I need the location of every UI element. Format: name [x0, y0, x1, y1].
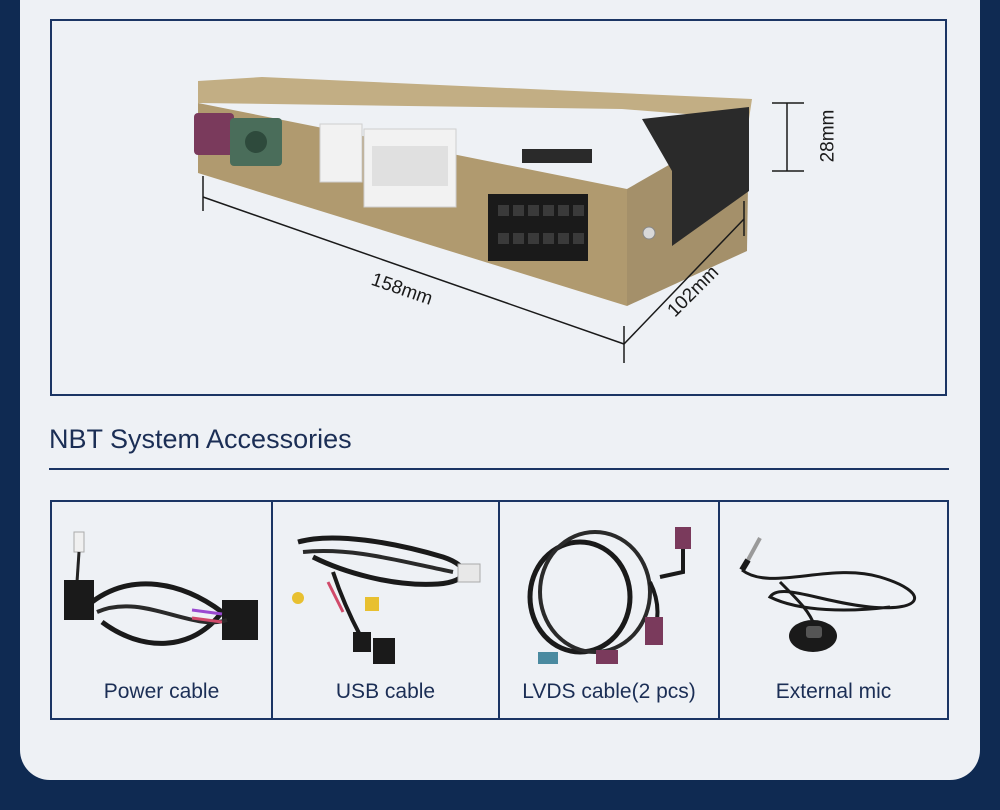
accessory-label: LVDS cable(2 pcs) — [522, 680, 696, 703]
product-image-frame: 158mm 102mm 28mm — [50, 19, 947, 396]
usb-plug — [457, 563, 481, 583]
accessory-label: External mic — [775, 680, 892, 703]
power-connector-right — [222, 600, 258, 640]
accessory-label: USB cable — [335, 680, 436, 703]
usb-cable-image — [292, 535, 481, 664]
white-connector-small — [319, 123, 363, 183]
section-divider — [49, 468, 949, 470]
accessory-external-mic: External mic — [720, 502, 947, 718]
box-end-cap — [642, 107, 749, 246]
black-connector — [488, 194, 588, 261]
accessory-lvds-cable: LVDS cable(2 pcs) — [500, 502, 720, 718]
external-mic-image — [739, 537, 916, 652]
lvds-connector-violet — [675, 527, 691, 549]
interface-box-illustration — [194, 77, 804, 363]
power-connector-left — [64, 580, 94, 620]
screw-icon — [642, 226, 656, 240]
power-cable-image — [64, 531, 258, 646]
height-dimension-label: 28mm — [817, 109, 839, 163]
accessory-usb-cable: USB cable — [273, 502, 500, 718]
dimension-lines — [202, 102, 804, 363]
accessories-grid: Power cable USB cable LVDS cable(2 pcs) — [50, 500, 949, 720]
section-title: NBT System Accessories — [49, 424, 352, 454]
box-label-sticker — [522, 149, 592, 163]
accessory-power-cable: Power cable — [52, 502, 273, 718]
rca-yellow — [292, 592, 304, 604]
box-top-face — [198, 77, 752, 119]
fakra-connector-violet — [194, 113, 234, 155]
accessory-label: Power cable — [103, 680, 220, 703]
lvds-cable-image — [527, 527, 691, 664]
lvds-connector-teal — [538, 652, 558, 664]
